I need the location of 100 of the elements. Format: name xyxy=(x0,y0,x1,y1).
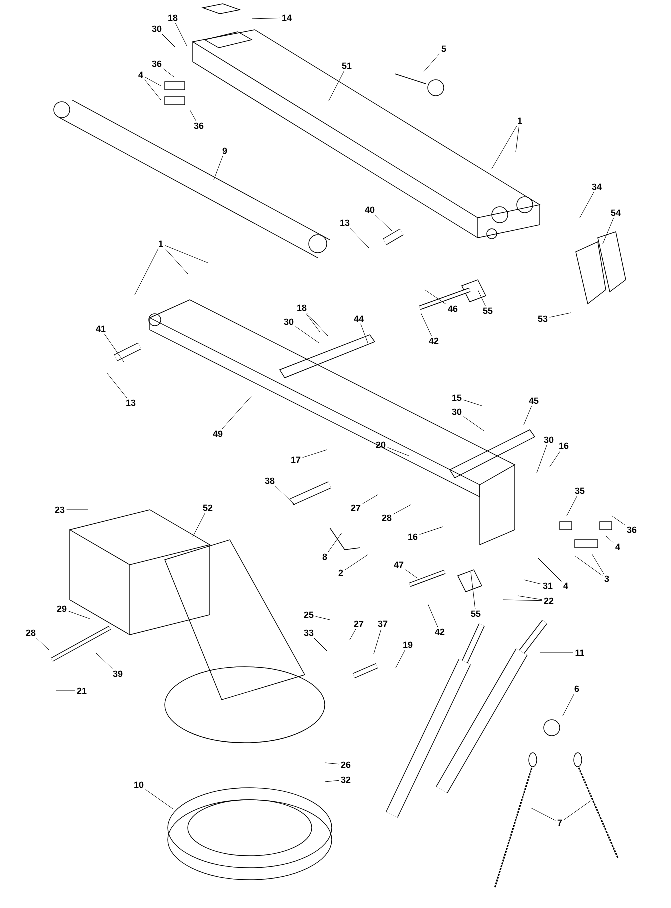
leader-line xyxy=(190,110,196,122)
callout-number: 46 xyxy=(448,306,458,312)
callout-number: 13 xyxy=(126,400,136,406)
leader-line xyxy=(146,790,174,810)
leader-line xyxy=(540,652,574,654)
leader-line xyxy=(394,504,412,515)
callout-number: 3 xyxy=(604,576,610,582)
callout-number: 34 xyxy=(592,184,602,190)
callout-number: 17 xyxy=(292,456,301,464)
callout-number: 9 xyxy=(222,148,228,154)
callout-number: 45 xyxy=(529,398,539,404)
leader-line xyxy=(316,616,330,620)
callout-number: 2 xyxy=(338,570,344,576)
callout-number: 51 xyxy=(342,62,352,70)
leader-line xyxy=(165,248,188,274)
leader-line xyxy=(144,80,162,100)
callout-number: 28 xyxy=(26,630,36,636)
callout-number: 16 xyxy=(408,534,418,540)
callout-number: 8 xyxy=(322,554,328,560)
callout-number: 36 xyxy=(152,60,162,68)
callout-number: 33 xyxy=(304,630,314,636)
callout-number: 25 xyxy=(304,612,314,618)
leader-line xyxy=(175,22,188,46)
callout-number: 14 xyxy=(282,14,292,22)
leader-line xyxy=(328,532,342,552)
callout-number: 18 xyxy=(298,304,307,312)
leader-line xyxy=(562,694,575,716)
callout-number: 36 xyxy=(627,526,637,534)
leader-line xyxy=(106,372,128,398)
leader-line xyxy=(550,312,572,318)
callout-number: 10 xyxy=(134,782,144,788)
callout-number: 41 xyxy=(96,326,106,332)
leader-line xyxy=(345,554,368,570)
leader-line xyxy=(162,34,176,48)
leader-line xyxy=(550,450,561,468)
callout-number: 11 xyxy=(576,650,584,656)
leader-line xyxy=(296,326,320,344)
leader-line xyxy=(374,628,382,654)
callout-number: 42 xyxy=(435,628,445,636)
callout-number: 30 xyxy=(284,318,294,326)
callout-number: 49 xyxy=(213,430,223,438)
callout-number: 4 xyxy=(616,544,620,550)
leader-line xyxy=(163,68,174,78)
callout-number: 23 xyxy=(55,506,65,514)
leader-line xyxy=(612,516,626,526)
leader-line xyxy=(362,494,378,504)
callout-number: 38 xyxy=(265,478,275,484)
leader-line xyxy=(524,406,532,426)
callout-number: 28 xyxy=(382,514,392,522)
callout-number: 40 xyxy=(365,206,375,214)
leader-line xyxy=(145,77,162,86)
callout-number: 26 xyxy=(341,762,351,768)
leader-line xyxy=(406,570,418,578)
callout-number: 1 xyxy=(159,240,164,248)
leader-line xyxy=(306,312,328,336)
callout-number: 27 xyxy=(351,504,361,512)
callout-number: 5 xyxy=(442,46,446,52)
callout-number: 7 xyxy=(558,820,562,826)
callout-number: 47 xyxy=(394,562,404,568)
leader-line xyxy=(104,334,124,362)
leader-line xyxy=(314,638,328,652)
leader-line xyxy=(424,54,440,72)
callout-number: 55 xyxy=(483,308,493,314)
leader-line xyxy=(464,416,484,432)
leader-line xyxy=(96,652,113,670)
callout-number: 30 xyxy=(152,26,162,32)
callout-number: 1 xyxy=(518,118,522,124)
callout-number: 42 xyxy=(429,338,439,344)
leader-line xyxy=(360,324,368,344)
callout-number: 16 xyxy=(560,442,569,450)
leader-line xyxy=(602,218,614,244)
leader-line xyxy=(574,556,603,576)
leader-line xyxy=(222,396,252,430)
leader-line xyxy=(492,126,518,170)
leader-line xyxy=(564,800,592,820)
callout-number: 44 xyxy=(354,316,364,322)
leader-line xyxy=(350,628,356,640)
leader-line xyxy=(566,496,578,516)
callout-number: 4 xyxy=(564,582,568,590)
leader-line xyxy=(214,156,224,180)
callout-number: 6 xyxy=(574,686,580,692)
callout-number: 35 xyxy=(575,488,585,494)
leader-line xyxy=(134,248,159,296)
leader-line xyxy=(424,290,446,305)
callout-number: 22 xyxy=(544,598,554,604)
leader-line xyxy=(252,18,280,20)
leader-line xyxy=(516,126,520,152)
leader-line xyxy=(536,444,548,474)
leader-line xyxy=(56,690,76,692)
callout-number: 52 xyxy=(203,504,213,512)
leader-line xyxy=(470,572,476,610)
callout-number: 19 xyxy=(404,642,413,648)
callout-number: 27 xyxy=(354,620,364,628)
leader-line xyxy=(464,400,482,406)
callout-number: 54 xyxy=(611,210,621,216)
leader-line xyxy=(502,600,542,602)
callout-number: 39 xyxy=(113,670,123,678)
callout-number: 55 xyxy=(471,610,481,618)
callout-number: 30 xyxy=(452,408,462,416)
leader-line xyxy=(328,70,345,102)
